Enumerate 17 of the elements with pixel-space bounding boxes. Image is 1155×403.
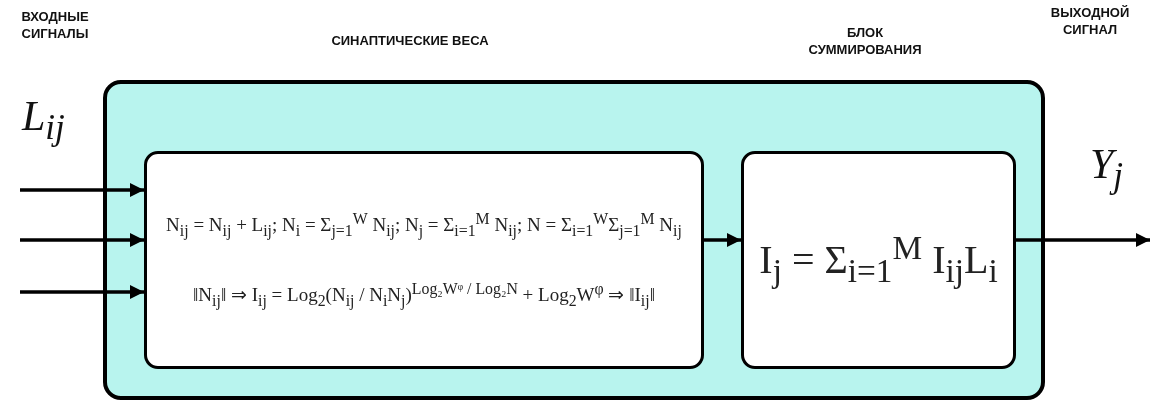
formula-text: ‖N$_{ij}$‖ ⇒ I$_{ij}$ = Log$_{2}$(N$_{ij}$ / N$_{i}$N$_{j}$)$^{Log₂Wᵠ / Log₂N}$ + Log$_{2}$W$^{φ}$ ⇒ ‖I$_{ij}$‖: [193, 280, 655, 311]
arrow: [1016, 233, 1150, 247]
heading-label: ВЫХОДНОЙ СИГНАЛ: [1049, 4, 1131, 38]
heading-label: БЛОК СУММИРОВАНИЯ: [807, 24, 923, 58]
formula-text: I$_{j}$ = Σ$_{i=1}$$^{M}$ I$_{ij}$L$_{i}$: [759, 229, 998, 291]
heading-label: СИНАПТИЧЕСКИЕ ВЕСА: [330, 32, 490, 49]
heading-label: ВХОДНЫЕ СИГНАЛЫ: [20, 8, 90, 42]
arrow: [20, 183, 144, 197]
symbol-label: Y$_{j}$: [1090, 140, 1125, 197]
process-box: [741, 151, 1016, 369]
symbol-label: L$_{ij}$: [22, 92, 66, 149]
process-box: [144, 151, 704, 369]
formula-text: N$_{ij}$ = N$_{ij}$ + L$_{ij}$; N$_{i}$ = Σ$_{j=1}$$^{W}$ N$_{ij}$; N$_{j}$ = Σ$_{i=1}$$^{M}$ N$_{ij}$; N = Σ$_{i=1}$$^{W}$Σ$_{j=1}$$^{M}$ N$_{ij}$: [166, 209, 682, 240]
arrow: [20, 285, 144, 299]
arrow: [704, 233, 741, 247]
arrow: [20, 233, 144, 247]
block-panel: [103, 80, 1045, 400]
